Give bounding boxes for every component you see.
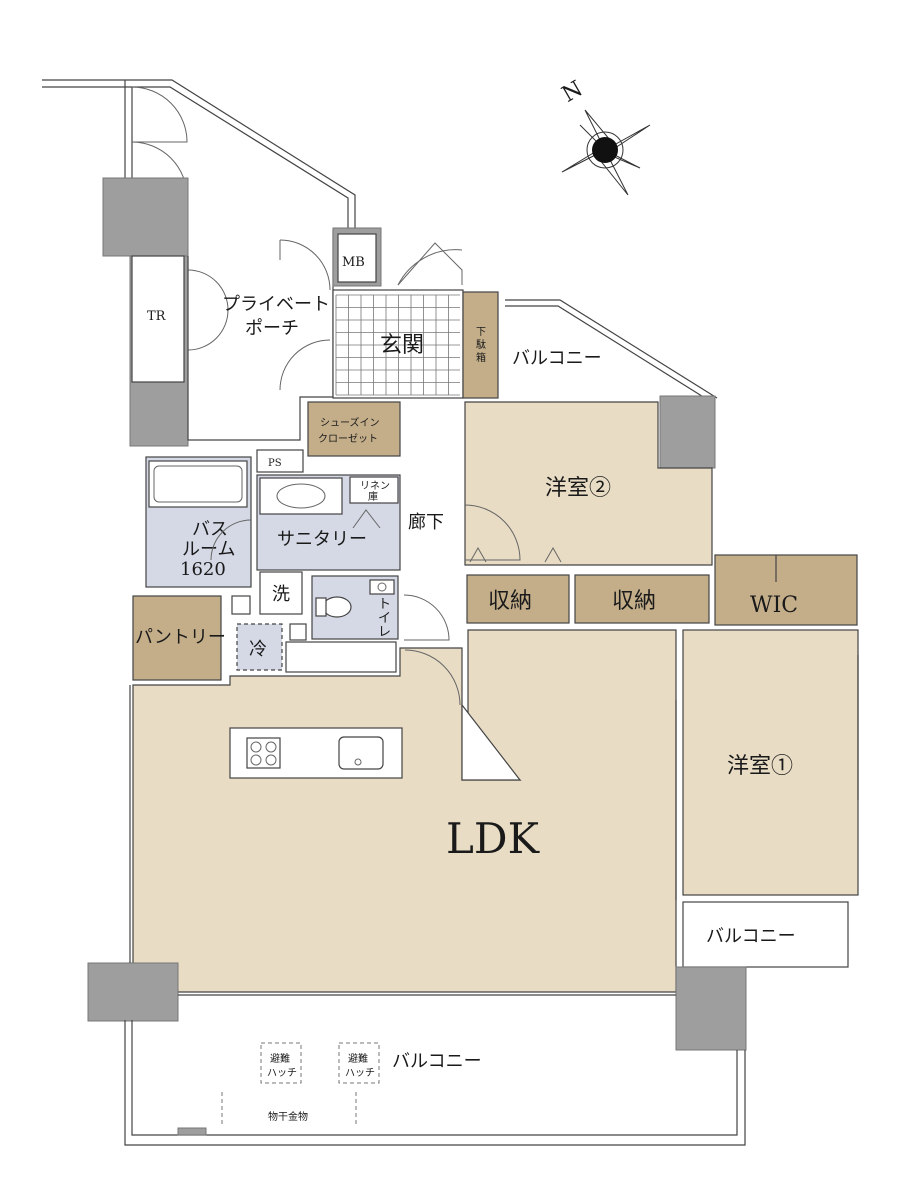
compass-rose-icon [561, 109, 651, 196]
washing-machine [259, 571, 303, 615]
ps-box [256, 449, 304, 473]
stove-icon [246, 737, 281, 769]
shoebox [462, 291, 499, 399]
pantry [132, 595, 222, 681]
storage-2 [574, 574, 710, 624]
corridor-label: 廊下 [408, 512, 444, 533]
bathroom-label-2: ルーム [182, 539, 235, 560]
toilet-label-2: イ [378, 611, 391, 626]
walk-in-closet [714, 554, 858, 626]
shoebox-label-2: 駄 [476, 338, 486, 351]
ldk-room [132, 629, 677, 993]
storage-1-label: 収納 [488, 589, 532, 614]
wash-label: 洗 [272, 584, 290, 605]
western-room-1-label: 洋室① [727, 754, 793, 779]
sanitary-label: サニタリー [277, 529, 367, 550]
toilet-label-3: レ [378, 625, 391, 640]
genkan-floor [332, 289, 464, 399]
storage-2-label: 収納 [612, 589, 656, 614]
compass: N [558, 76, 651, 196]
washbasin [259, 477, 343, 515]
hatch-1-label-2: ハッチ [267, 1067, 297, 1079]
balcony-east [682, 901, 849, 968]
ldk-label: LDK [446, 814, 541, 863]
shoebox-label-3: 箱 [476, 351, 486, 364]
tr-label: TR [147, 309, 167, 324]
evacuation-hatch-2 [338, 1042, 380, 1084]
balcony-south-label: バルコニー [392, 1051, 482, 1072]
fridge [236, 623, 283, 671]
sink-icon [338, 736, 384, 770]
pillar-left-upper [102, 177, 189, 257]
pantry-label: パントリー [135, 627, 226, 648]
linen-label-1: リネン [360, 480, 390, 492]
balcony-north-label: バルコニー [512, 348, 602, 369]
shoebox-label-1: 下 [476, 327, 486, 338]
balcony-east-label: バルコニー [706, 926, 796, 947]
western-room-1 [682, 629, 859, 896]
fridge-label: 冷 [249, 639, 267, 660]
bathroom-label-3: 1620 [180, 559, 226, 580]
toilet-label-1: ト [378, 597, 391, 612]
mb-label: MB [342, 255, 365, 270]
hatch-2-label-2: ハッチ [345, 1067, 375, 1079]
tr-closet [131, 255, 185, 383]
private-porch-label-1: プライベート [222, 294, 330, 315]
western-room-2 [464, 401, 713, 566]
ps-label: PS [268, 458, 282, 469]
pillar-lower-right [675, 966, 747, 1051]
hatch-1-label-1: 避難 [270, 1052, 290, 1065]
hatch-2-label-1: 避難 [348, 1052, 368, 1065]
bathroom-label-1: バス [192, 519, 228, 540]
porch-walls [42, 79, 356, 230]
mb-box [337, 233, 377, 283]
north-label: N [558, 76, 587, 107]
pillar-lower-left [87, 962, 179, 1022]
storage-1 [466, 574, 570, 624]
shoes-closet-label-1: シューズイン [320, 416, 380, 429]
laundry-hardware-label: 物干金物 [268, 1110, 308, 1123]
linen-label-2: 庫 [368, 490, 378, 503]
evacuation-hatch-1 [260, 1042, 302, 1084]
genkan-label: 玄関 [380, 333, 424, 358]
linen-closet [349, 476, 399, 504]
private-porch-label-2: ポーチ [245, 318, 299, 339]
shoes-closet-label-2: クローゼット [318, 433, 378, 445]
bathtub [148, 460, 248, 508]
western-room-2-label: 洋室② [545, 476, 611, 501]
wic-label: WIC [750, 593, 798, 618]
shoes-closet [307, 401, 401, 457]
